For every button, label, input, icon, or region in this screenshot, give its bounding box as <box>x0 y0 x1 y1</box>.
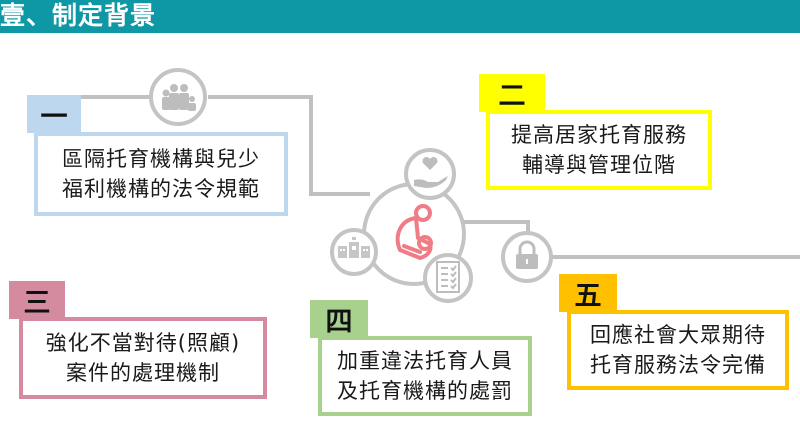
item-3-number: 三 <box>23 287 51 319</box>
item-5-number-tag: 五 <box>559 274 617 312</box>
item-4-number: 四 <box>325 306 353 338</box>
item-3-number-tag: 三 <box>9 281 65 319</box>
item-2-line-2: 輔導與管理位階 <box>522 153 676 177</box>
item-1-line-1: 區隔托育機構與兒少 <box>62 147 260 171</box>
item-4-line-2: 及托育機構的處罰 <box>337 379 513 403</box>
building-icon <box>330 228 378 276</box>
heart-hand-icon <box>404 148 456 200</box>
item-2-line-1: 提高居家托育服務 <box>511 123 687 147</box>
item-2-number: 二 <box>498 80 526 112</box>
item-5-box: 回應社會大眾期待 托育服務法令完備 <box>567 310 789 390</box>
family-icon <box>149 68 207 126</box>
item-4-number-tag: 四 <box>310 300 368 338</box>
item-5-line-2: 托育服務法令完備 <box>590 353 766 377</box>
item-4-box: 加重違法托育人員 及托育機構的處罰 <box>318 336 532 416</box>
item-5-line-1: 回應社會大眾期待 <box>590 323 766 347</box>
item-5-number: 五 <box>574 280 602 312</box>
header-bar: 壹、制定背景 <box>0 0 800 33</box>
lock-icon <box>501 231 553 283</box>
checklist-icon <box>423 253 473 303</box>
item-2-box: 提高居家托育服務 輔導與管理位階 <box>486 110 712 190</box>
item-4-line-1: 加重違法托育人員 <box>337 349 513 373</box>
item-1-number-tag: 一 <box>27 95 81 133</box>
mother-child-icon <box>395 204 433 260</box>
item-2-number-tag: 二 <box>479 74 545 112</box>
item-1-number: 一 <box>40 101 68 133</box>
item-3-line-1: 強化不當對待(照顧) <box>45 331 241 355</box>
item-1-box: 區隔托育機構與兒少 福利機構的法令規範 <box>34 132 288 216</box>
page-title: 壹、制定背景 <box>0 1 157 30</box>
item-1-line-2: 福利機構的法令規範 <box>62 177 260 201</box>
item-3-box: 強化不當對待(照顧) 案件的處理機制 <box>19 317 267 399</box>
item-3-line-2: 案件的處理機制 <box>66 361 220 385</box>
